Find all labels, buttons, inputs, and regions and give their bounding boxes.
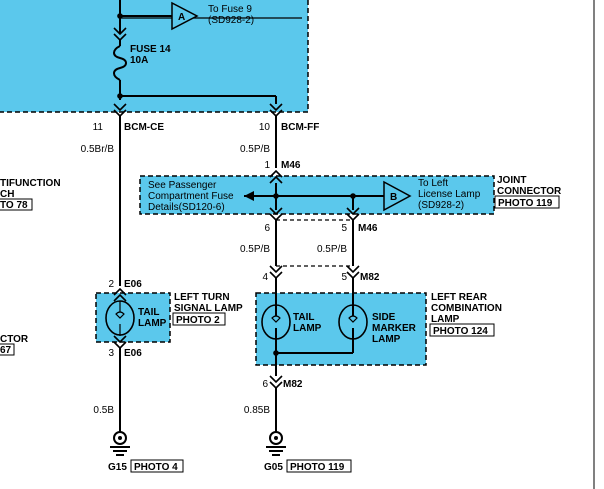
joint-title-line1: JOINT [497, 175, 526, 186]
splice-dot [273, 350, 279, 356]
joint-pin-top: 1 [264, 160, 270, 171]
wire-right-2b-label: 0.5P/B [317, 244, 347, 255]
joint-photo[interactable]: PHOTO 119 [498, 198, 553, 209]
bcm-ce-label: BCM-CE [124, 122, 164, 133]
fuse-name: FUSE 14 [130, 44, 171, 55]
splice-dot [117, 13, 123, 19]
to-fuse9-line1: To Fuse 9 [208, 4, 252, 15]
to-license-line2: License Lamp [418, 189, 481, 200]
left-rear-title-line3: LAMP [431, 314, 460, 325]
connector-b-triangle [383, 180, 412, 212]
wire-left-1-label: 0.5Br/B [81, 144, 115, 155]
wire-right-3-label: 0.85B [244, 405, 270, 416]
fuse-rating: 10A [130, 55, 148, 66]
left-turn-pin-top: 2 [108, 279, 114, 290]
rear-tail-line1: TAIL [293, 312, 314, 323]
fuse-14-symbol [113, 45, 127, 81]
left-cutoff-photo2-box [0, 343, 15, 356]
left-turn-label-top: E06 [124, 279, 142, 290]
to-license-line1: To Left [418, 178, 448, 189]
left-turn-photo[interactable]: PHOTO 2 [176, 315, 220, 326]
left-turn-title-line1: LEFT TURN [174, 292, 230, 303]
joint-label-top: M46 [281, 160, 301, 171]
left-turn-top-connector [113, 287, 127, 302]
left-turn-label-bottom: E06 [124, 348, 142, 359]
left-rear-photo[interactable]: PHOTO 124 [433, 326, 488, 337]
bulb-filament-icon [271, 315, 281, 323]
left-cutoff-photo2: 67 [0, 345, 12, 356]
bcm-ff-label: BCM-FF [281, 122, 319, 133]
left-rear-photo-box[interactable] [429, 323, 495, 337]
ground-g05-photo[interactable]: PHOTO 119 [290, 462, 345, 473]
to-fuse9-line2: (SD928-2) [208, 15, 254, 26]
side-marker-line1: SIDE [372, 312, 396, 323]
left-cutoff-text1: TIFUNCTION [0, 178, 61, 189]
ground-g05-label: G05 [264, 462, 283, 473]
m82-pin5-connector [346, 265, 360, 280]
bcm-ff-pin: 10 [259, 122, 271, 133]
ground-g15-photo[interactable]: PHOTO 4 [134, 462, 178, 473]
m82-pin6: 6 [262, 379, 268, 390]
bcm-ce-pin: 11 [93, 122, 104, 133]
connector-b-label: B [390, 192, 397, 203]
bulb-filament-icon [115, 311, 125, 319]
joint-note-line3: Details(SD120-6) [148, 202, 225, 213]
joint-photo-box[interactable] [494, 195, 560, 209]
joint-pin5: 5 [341, 223, 347, 234]
side-marker-line2: MARKER [372, 323, 417, 334]
left-cutoff-photo1-box [0, 198, 33, 211]
m82-pin5: 5 [341, 272, 347, 283]
joint-note-line1: See Passenger [148, 180, 217, 191]
ground-g05-photo-box[interactable] [286, 459, 352, 473]
m82-pin4-connector [269, 265, 283, 280]
rear-tail-line2: LAMP [293, 323, 322, 334]
ground-g15-photo-box[interactable] [130, 459, 184, 473]
m82-label-bottom: M82 [283, 379, 303, 390]
to-license-line3: (SD928-2) [418, 200, 464, 211]
left-turn-lamp-line1: TAIL [138, 307, 159, 318]
left-turn-pin-bottom: 3 [108, 348, 114, 359]
left-cutoff-text3: CTOR [0, 334, 29, 345]
m82-pin6-connector [269, 375, 283, 390]
splice-dot [273, 193, 279, 199]
joint-note-line2: Compartment Fuse [148, 191, 234, 202]
joint-m46-label: M46 [358, 223, 378, 234]
left-cutoff-photo1: TO 78 [0, 200, 28, 211]
left-turn-photo-box[interactable] [172, 312, 226, 326]
arrow-left [244, 191, 254, 201]
ground-g15-label: G15 [108, 462, 127, 473]
left-cutoff-text2: CH [0, 189, 14, 200]
joint-pin6: 6 [264, 223, 270, 234]
joint-in-connector [269, 169, 283, 184]
fuse-box [0, 0, 309, 113]
left-turn-lamp-line2: LAMP [138, 318, 167, 329]
bulb-filament-icon [348, 315, 358, 323]
m82-label: M82 [360, 272, 380, 283]
connector-a-label: A [178, 12, 185, 23]
side-marker-line3: LAMP [372, 334, 401, 345]
m82-pin4: 4 [262, 272, 268, 283]
wire-right-1-label: 0.5P/B [240, 144, 270, 155]
connector-a-triangle [171, 1, 199, 31]
wire-right-2a-label: 0.5P/B [240, 244, 270, 255]
left-rear-title-line1: LEFT REAR [431, 292, 488, 303]
joint-title-line2: CONNECTOR [497, 186, 562, 197]
wire-left-2-label: 0.5B [93, 405, 114, 416]
left-turn-title-line2: SIGNAL LAMP [174, 303, 243, 314]
left-rear-title-line2: COMBINATION [431, 303, 502, 314]
